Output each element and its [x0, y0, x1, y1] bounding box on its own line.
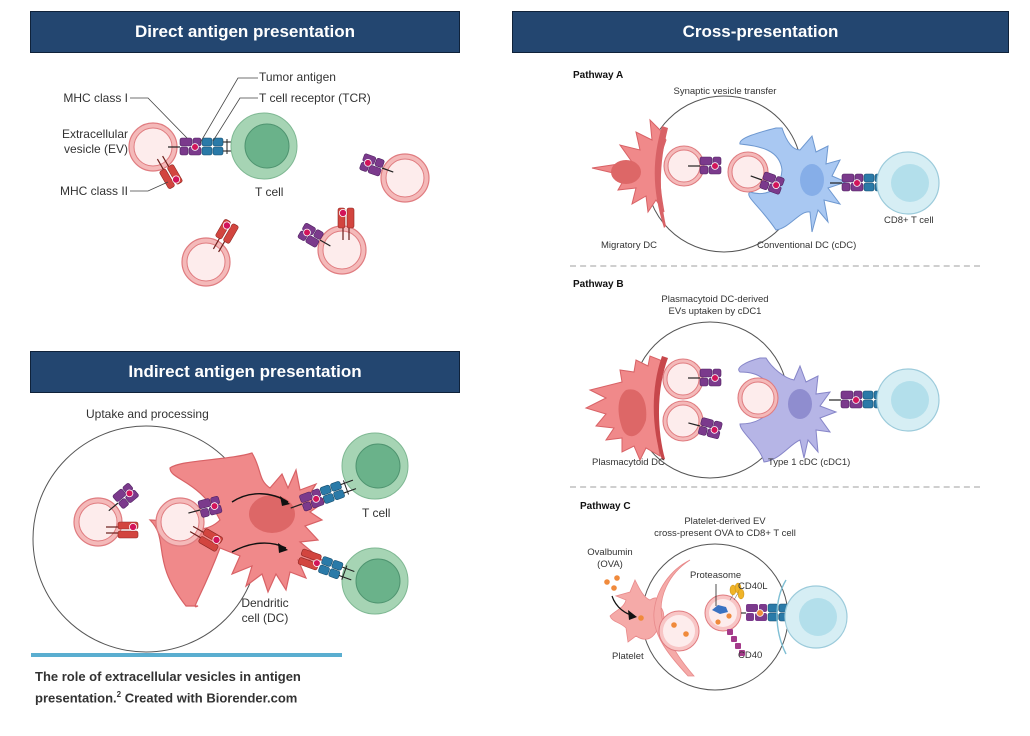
label-t-cell: T cell [255, 185, 284, 199]
arrow-head-icon [280, 496, 290, 506]
label-indirect-t-cell: T cell [362, 506, 391, 520]
label-ev-line1: Extracellular [61, 127, 128, 141]
label-dc-line1: Dendritic [241, 596, 289, 610]
pathway-b-subtitle-line1: Plasmacytoid DC-derived [661, 294, 769, 305]
label-cd8-t-cell: CD8+ T cell [884, 215, 934, 226]
cross-presentation-title: Cross-presentation [682, 22, 839, 41]
pathway-a-cd8-t-cell [876, 151, 940, 215]
label-tumor-antigen: Tumor antigen [259, 70, 336, 84]
ova-presenting-ev [704, 594, 742, 632]
divider-a-b [570, 265, 980, 267]
pathway-b-heading: Pathway B [573, 279, 624, 290]
direct-presentation-title: Direct antigen presentation [134, 22, 356, 41]
label-tcr: T cell receptor (TCR) [259, 91, 371, 105]
label-proteasome: Proteasome [690, 570, 742, 581]
direct-t-cell [230, 112, 298, 180]
label-mhc-class-ii: MHC class II [59, 184, 128, 198]
label-cd40: CD40 [738, 650, 763, 661]
cross-presentation-banner: Cross-presentation [512, 11, 1009, 53]
platelet-membrane [653, 559, 695, 677]
caption-line1: The role of extracellular vesicles in an… [35, 669, 301, 684]
label-dc-line2: cell (DC) [241, 611, 289, 625]
type1-cdc [738, 357, 838, 463]
direct-leader-lines [130, 77, 258, 192]
label-ova-line1: Ovalbumin [587, 547, 633, 558]
indirect-t-cell-2 [341, 547, 409, 615]
cd40-icon [727, 629, 745, 656]
label-migratory-dc: Migratory DC [601, 240, 657, 251]
caption-citation: 2 [116, 690, 122, 699]
label-platelet: Platelet [612, 651, 644, 662]
pathway-b-subtitle-line2: EVs uptaken by cDC1 [668, 306, 762, 317]
indirect-presentation-title: Indirect antigen presentation [128, 362, 362, 381]
arrow-head-icon [628, 610, 637, 620]
label-ev-line2: vesicle (EV) [63, 142, 128, 156]
caption-rule [31, 653, 342, 657]
pathway-b-cd8-t-cell [876, 368, 940, 432]
label-conventional-dc: Conventional DC (cDC) [757, 240, 857, 251]
ova-particles [604, 575, 644, 621]
indirect-presentation-banner: Indirect antigen presentation [30, 351, 460, 393]
platelet [609, 579, 665, 643]
pathway-a-subtitle: Synaptic vesicle transfer [673, 86, 777, 97]
conventional-dc [739, 127, 848, 233]
pathway-c-cd8-t-cell [784, 585, 848, 649]
pathway-c-subtitle-line1: Platelet-derived EV [684, 516, 766, 527]
divider-b-c [570, 486, 980, 488]
dc-nucleus [249, 495, 295, 533]
caption-line2: presentation.2 Created with Biorender.co… [35, 690, 298, 706]
pathway-a-heading: Pathway A [573, 70, 624, 81]
label-mhc-class-i: MHC class I [63, 91, 128, 105]
cd40l-icon [729, 582, 745, 601]
label-plasmacytoid-dc: Plasmacytoid DC [592, 457, 665, 468]
arrow-head-icon [278, 543, 288, 553]
figure-caption: The role of extracellular vesicles in an… [35, 668, 301, 707]
platelet-ev [658, 610, 700, 652]
label-cd40l: CD40L [738, 581, 768, 592]
direct-ev-2 [358, 152, 430, 203]
pathway-c-subtitle-line2: cross-present OVA to CD8+ T cell [654, 528, 796, 539]
label-ova-line2: (OVA) [597, 559, 623, 570]
label-uptake-processing: Uptake and processing [86, 407, 209, 421]
direct-ev-4 [296, 207, 367, 275]
direct-ev-3 [181, 218, 240, 287]
direct-presentation-banner: Direct antigen presentation [30, 11, 460, 53]
pathway-c-cd8-t-cell-edge [776, 579, 787, 655]
pathway-c-heading: Pathway C [580, 501, 631, 512]
indirect-t-cell-1 [341, 432, 409, 500]
label-type1-cdc: Type 1 cDC (cDC1) [768, 457, 851, 468]
